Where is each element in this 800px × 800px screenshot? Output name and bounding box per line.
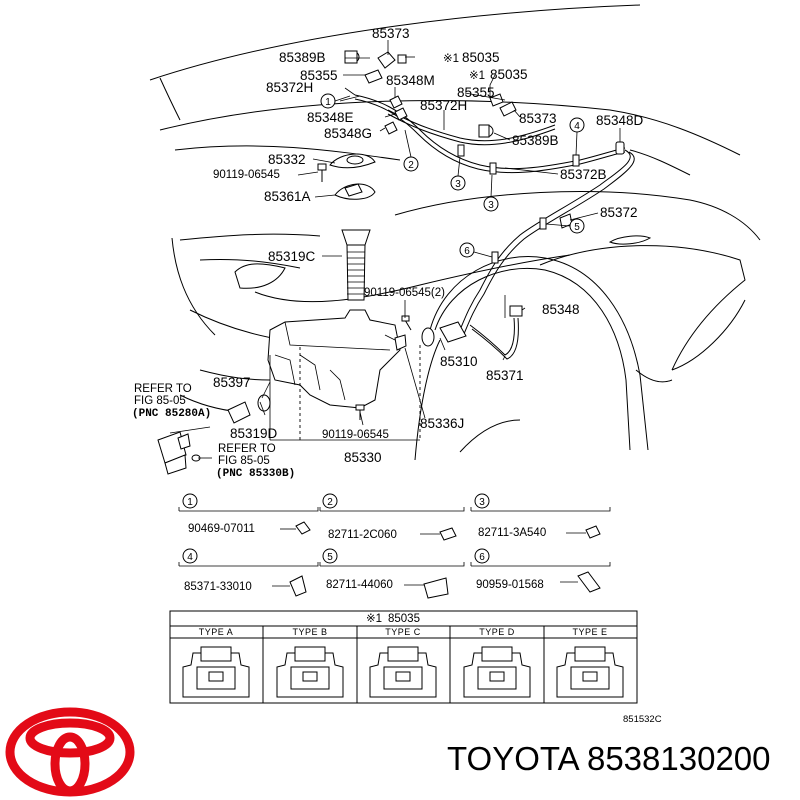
svg-text:5: 5 — [574, 222, 580, 233]
svg-text:4: 4 — [187, 552, 193, 563]
svg-text:5: 5 — [327, 552, 333, 563]
svg-text:82711-3A540: 82711-3A540 — [478, 527, 546, 539]
washer-tank — [157, 229, 523, 475]
label-85348m: 85348M — [386, 73, 435, 88]
svg-text:1: 1 — [325, 97, 331, 108]
label-85389b-top: 85389B — [279, 50, 326, 65]
label-90119-b: 90119-06545(2) — [364, 287, 445, 299]
label-85348: 85348 — [542, 302, 580, 317]
svg-text:82711-2C060: 82711-2C060 — [328, 529, 397, 541]
callout-3-b: 3 — [483, 174, 499, 212]
refer-a-line3: (PNC 85280A) — [132, 408, 211, 420]
label-90119-a: 90119-06545 — [213, 169, 280, 181]
refer-a-line2: FIG 85-05 — [134, 395, 186, 407]
leader-lines — [169, 40, 621, 459]
label-85372b: 85372B — [560, 167, 607, 182]
small-parts — [317, 50, 573, 229]
label-85348d: 85348D — [596, 113, 644, 128]
brand-part-number: TOYOTA 8538130200 — [447, 740, 771, 777]
label-90119-c: 90119-06545 — [322, 429, 389, 441]
label-85373-top: 85373 — [372, 26, 410, 41]
refer-b-line2: FIG 85-05 — [218, 455, 270, 467]
connector-type-b-drawing — [276, 646, 344, 698]
label-85310: 85310 — [440, 354, 478, 369]
label-85348e: 85348E — [307, 110, 354, 125]
label-85035-b: 85035 — [490, 67, 528, 82]
callout-4: 4 — [569, 117, 585, 156]
callout-3-a: 3 — [450, 156, 466, 191]
label-85355-mid: 85355 — [457, 85, 495, 100]
connector-table-mark: ※1 — [366, 613, 382, 625]
refer-b-line1: REFER TO — [218, 443, 276, 455]
callout-1: 1 — [320, 93, 351, 109]
type-a-label: TYPE A — [199, 627, 234, 637]
drawing-code: 851532C — [623, 714, 662, 725]
label-85035-a: 85035 — [462, 50, 500, 65]
washer-hoses — [354, 94, 691, 360]
label-85330: 85330 — [344, 450, 382, 465]
label-85319d: 85319D — [230, 426, 278, 441]
label-85389b-mid: 85389B — [512, 133, 559, 148]
svg-text:6: 6 — [464, 246, 470, 257]
label-85373-mid: 85373 — [519, 111, 557, 126]
clip-legend-item-4: 4 85371-33010 — [178, 548, 319, 597]
type-d-label: TYPE D — [479, 627, 515, 637]
svg-text:85371-33010: 85371-33010 — [184, 581, 252, 593]
clip-legend: 1 90469-07011 2 82711-2C060 3 82711-3A54… — [178, 493, 611, 599]
clip-legend-item-5: 5 82711-44060 — [319, 548, 465, 599]
connector-type-d-drawing — [463, 646, 531, 698]
type-b-label: TYPE B — [292, 627, 327, 637]
svg-text:90469-07011: 90469-07011 — [188, 523, 255, 535]
refer-b-line3: (PNC 85330B) — [216, 468, 295, 480]
type-c-label: TYPE C — [385, 627, 421, 637]
connector-table-title: 85035 — [388, 613, 420, 625]
label-85336j: 85336J — [420, 416, 464, 431]
vehicle-outline — [149, 4, 761, 461]
callout-6: 6 — [459, 242, 493, 258]
label-85397: 85397 — [213, 375, 251, 390]
svg-text:3: 3 — [455, 179, 461, 190]
svg-text:90959-01568: 90959-01568 — [476, 579, 544, 591]
svg-text:82711-44060: 82711-44060 — [326, 579, 393, 591]
label-85319c: 85319C — [268, 249, 316, 264]
svg-text:4: 4 — [574, 121, 580, 132]
label-85372h-mid: 85372H — [420, 98, 467, 113]
note-mark-a: ※1 — [443, 53, 459, 65]
note-mark-b: ※1 — [469, 70, 485, 82]
label-85361a: 85361A — [264, 189, 311, 204]
connector-table: ※1 85035 TYPE A TYPE B TYPE C TYPE D TYP… — [169, 610, 638, 704]
callout-5: 5 — [545, 218, 585, 234]
svg-text:3: 3 — [488, 200, 494, 211]
svg-text:2: 2 — [408, 160, 414, 171]
svg-text:1: 1 — [187, 497, 193, 508]
label-85332: 85332 — [268, 152, 306, 167]
callout-2: 2 — [403, 129, 419, 172]
label-85372h-left: 85372H — [266, 80, 313, 95]
connector-type-e-drawing — [556, 646, 624, 698]
svg-text:3: 3 — [479, 497, 485, 508]
label-85355-top: 85355 — [300, 68, 338, 83]
label-85348g: 85348G — [324, 126, 372, 141]
connector-type-c-drawing — [369, 646, 437, 698]
toyota-logo-icon — [5, 707, 135, 797]
hose-clips — [457, 141, 625, 264]
clip-legend-item-3: 3 82711-3A540 — [470, 493, 611, 539]
svg-text:6: 6 — [479, 552, 485, 563]
diagram-callouts: 1 2 3 3 4 5 6 — [320, 93, 585, 258]
svg-text:2: 2 — [327, 497, 333, 508]
clip-legend-item-1: 1 90469-07011 — [178, 493, 319, 535]
clip-legend-item-6: 6 90959-01568 — [470, 548, 611, 593]
refer-a-line1: REFER TO — [134, 383, 192, 395]
label-85371: 85371 — [486, 368, 524, 383]
label-85372: 85372 — [600, 205, 638, 220]
clip-legend-item-2: 2 82711-2C060 — [319, 493, 465, 541]
type-e-label: TYPE E — [572, 627, 607, 637]
part-labels: 85373 85389B ※1 85035 85355 ※1 85035 853… — [132, 26, 644, 480]
connector-type-a-drawing — [182, 646, 250, 698]
